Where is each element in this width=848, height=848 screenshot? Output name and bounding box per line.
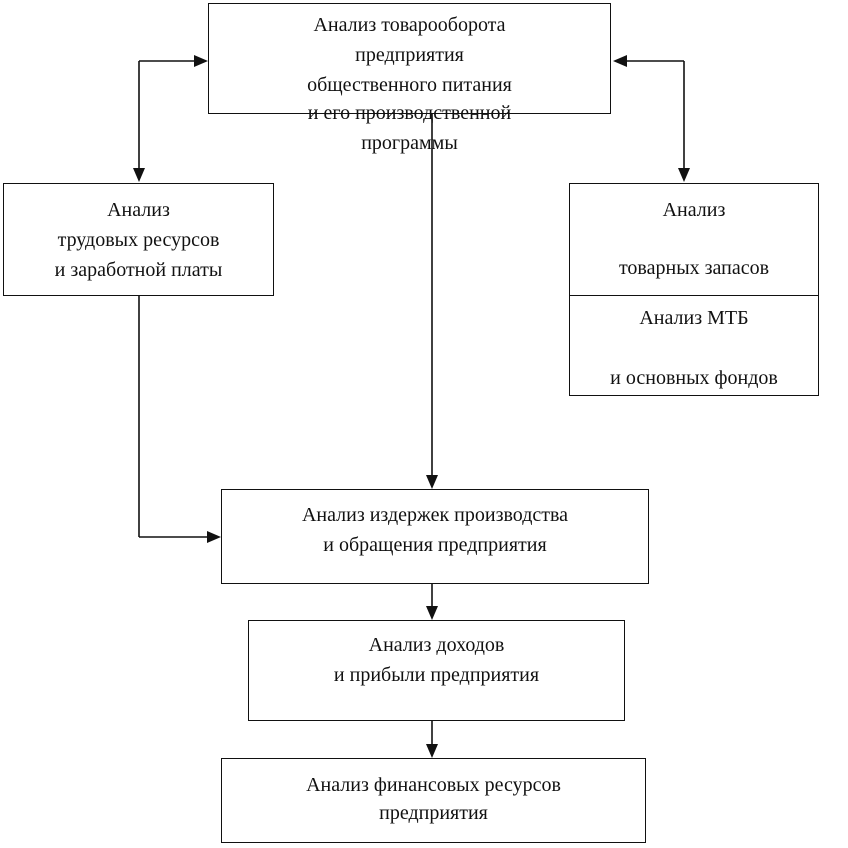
turnover-analysis-text: Анализ товарооборота предприятия обществ…	[208, 3, 611, 163]
turnover-line-3: общественного питания	[307, 74, 512, 96]
mtb-analysis-section: Анализ МТБ и основных фондов	[570, 296, 818, 395]
arrowhead-left-to-turnover	[194, 55, 208, 67]
arrowhead-down-to-finance	[426, 744, 438, 758]
labor-line-1: Анализ	[107, 199, 170, 221]
costs-line-1: Анализ издержек производства	[301, 504, 569, 526]
labor-analysis-box: Анализ трудовых ресурсов и заработной пл…	[3, 183, 274, 296]
stocks-line-1: Анализ	[662, 199, 726, 221]
arrowhead-down-to-costs	[426, 475, 438, 489]
costs-analysis-box: Анализ издержек производства и обращения…	[221, 489, 649, 584]
mtb-line-1: Анализ МТБ	[639, 307, 749, 329]
stocks-line-2: товарных запасов	[618, 257, 770, 279]
arrowhead-right-to-costs	[207, 531, 221, 543]
arrowhead-down-to-income	[426, 606, 438, 620]
turnover-line-4: и его производственной	[307, 102, 512, 124]
labor-line-3: и заработной платы	[54, 259, 223, 281]
mtb-line-2: и основных фондов	[610, 367, 778, 389]
arrowhead-down-to-stocks	[678, 168, 690, 182]
income-line-1: Анализ доходов	[368, 634, 505, 656]
turnover-line-5: программы	[361, 132, 458, 154]
turnover-line-1: Анализ товарооборота	[313, 14, 506, 36]
turnover-line-2: предприятия	[355, 44, 464, 66]
finance-analysis-box: Анализ финансовых ресурсов предприятия	[221, 758, 646, 843]
labor-line-2: трудовых ресурсов	[57, 229, 220, 251]
costs-line-2: и обращения предприятия	[323, 534, 547, 556]
finance-line-2: предприятия	[379, 802, 488, 824]
turnover-analysis-box	[208, 3, 611, 114]
arrowhead-down-to-labor	[133, 168, 145, 182]
stocks-analysis-section: Анализ товарных запасов	[570, 184, 818, 296]
stocks-mtb-box: Анализ товарных запасов Анализ МТБ и осн…	[569, 183, 819, 396]
finance-line-1: Анализ финансовых ресурсов	[306, 774, 561, 796]
arrowhead-right-to-turnover	[613, 55, 627, 67]
income-line-2: и прибыли предприятия	[333, 664, 540, 686]
income-analysis-box: Анализ доходов и прибыли предприятия	[248, 620, 625, 721]
